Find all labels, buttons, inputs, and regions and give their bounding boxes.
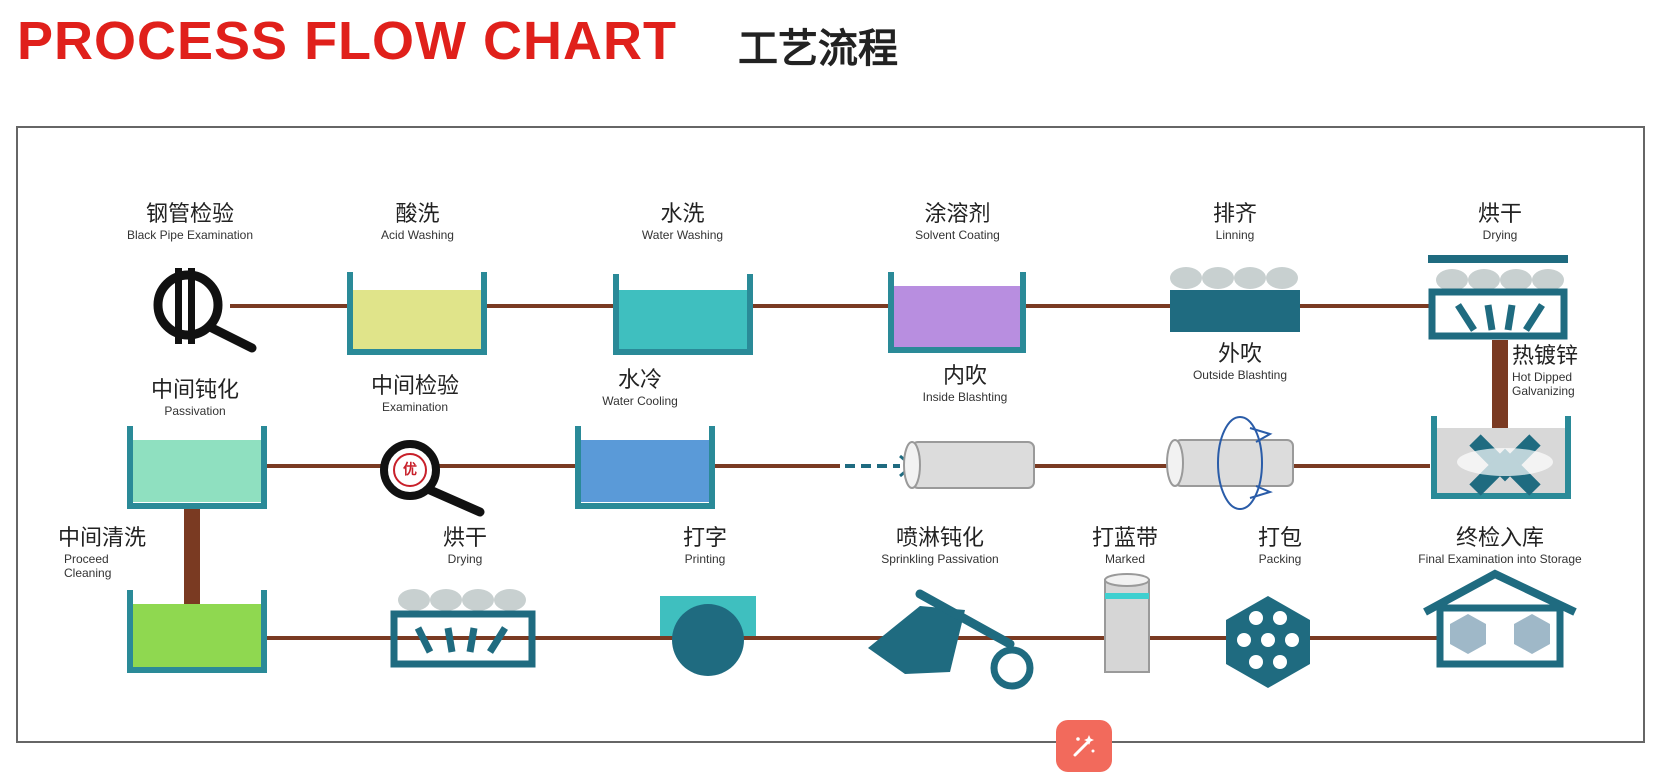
step-label-cn: 烘干 — [442, 526, 487, 551]
printing-roller-icon — [660, 596, 756, 676]
page-title: PROCESS FLOW CHART — [17, 11, 677, 71]
step-label-en: Final Examination into Storage — [1418, 552, 1582, 566]
step-label-en: Solvent Coating — [915, 228, 1000, 242]
sprinkling-nozzle-icon — [868, 589, 1034, 690]
step-label-en: Examination — [381, 400, 449, 414]
step-drying-top: 烘干 Drying — [1440, 202, 1560, 242]
step-label-en: Packing — [1258, 552, 1302, 566]
magic-wand-button[interactable] — [1056, 720, 1112, 772]
magic-wand-icon — [1073, 735, 1095, 757]
step-label-cn: 水冷 — [617, 368, 662, 393]
water-washing-tank-icon — [613, 274, 753, 355]
step-label-en: Drying — [1482, 228, 1518, 242]
step-proceed-cleaning: 中间清洗 Proceed Cleaning — [58, 526, 146, 580]
step-label-cn: 钢管检验 — [145, 202, 234, 227]
outside-blasting-pipe-icon — [1166, 416, 1294, 510]
step-label-cn: 水洗 — [660, 202, 705, 227]
step-label-en: Acid Washing — [381, 228, 454, 242]
step-water-washing: 水洗 Water Washing — [610, 202, 755, 242]
step-label-en: Marked — [1104, 552, 1145, 566]
step-label-cn: 内吹 — [942, 364, 987, 389]
step-label-en: Linning — [1215, 228, 1255, 242]
step-label-en-line1: Proceed — [64, 552, 109, 566]
step-label-cn: 终检入库 — [1455, 526, 1544, 551]
step-passivation: 中间钝化 Passivation — [140, 378, 250, 418]
step-label-cn: 涂溶剂 — [924, 202, 991, 227]
inside-blasting-pipe-icon — [845, 441, 1035, 489]
step-label-en: Passivation — [164, 404, 226, 418]
step-sprinkling: 喷淋钝化 Sprinkling Passivation — [855, 526, 1025, 566]
step-label-cn: 打字 — [682, 526, 727, 551]
step-label-en-line2: Galvanizing — [1512, 384, 1575, 398]
acid-washing-tank-icon — [347, 272, 487, 355]
step-label-cn: 喷淋钝化 — [895, 526, 984, 551]
step-water-cooling: 水冷 Water Cooling — [585, 368, 695, 408]
step-solvent-coating: 涂溶剂 Solvent Coating — [880, 202, 1035, 242]
step-label-en: Water Washing — [641, 228, 724, 242]
lining-pipes-icon — [1170, 267, 1300, 332]
step-label-en: Drying — [447, 552, 483, 566]
step-packing: 打包 Packing — [1230, 526, 1330, 566]
step-label-cn: 酸洗 — [395, 202, 440, 227]
step-label-en-line1: Hot Dipped — [1512, 370, 1573, 384]
step-label-en: Printing — [684, 552, 726, 566]
hot-dip-galvanizing-tank-icon — [1431, 416, 1571, 499]
step-final-exam: 终检入库 Final Examination into Storage — [1385, 526, 1615, 566]
marked-pipe-icon — [1104, 573, 1150, 673]
step-label-cn: 中间钝化 — [150, 378, 239, 403]
final-storage-warehouse-icon — [1423, 569, 1577, 668]
step-label-en-line2: Cleaning — [64, 566, 112, 580]
step-label-cn: 打蓝带 — [1091, 526, 1158, 551]
step-label-en: Water Cooling — [602, 394, 678, 408]
step-label-cn: 外吹 — [1217, 342, 1262, 367]
step-drying-bottom: 烘干 Drying — [405, 526, 525, 566]
water-cooling-tank-icon — [575, 426, 715, 509]
step-label-cn: 烘干 — [1477, 202, 1522, 227]
step-label-cn: 中间检验 — [370, 374, 459, 399]
black-pipe-magnifier-icon — [153, 268, 257, 353]
step-label-cn: 中间清洗 — [58, 526, 147, 551]
step-mid-exam: 中间检验 Examination — [360, 374, 470, 414]
step-printing: 打字 Printing — [650, 526, 760, 566]
step-label-cn: 排齐 — [1212, 202, 1257, 227]
proceed-cleaning-tank-icon — [127, 590, 267, 673]
diagram-frame — [16, 126, 1645, 743]
mid-examination-magnifier-icon — [380, 440, 485, 517]
step-black-pipe-exam: 钢管检验 Black Pipe Examination — [105, 202, 275, 242]
step-label-en: Outside Blashting — [1192, 368, 1288, 382]
step-label-en: Inside Blashting — [922, 390, 1008, 404]
step-inside-blasting: 内吹 Inside Blashting — [895, 364, 1035, 404]
step-marked: 打蓝带 Marked — [1070, 526, 1180, 566]
step-outside-blasting: 外吹 Outside Blashting — [1170, 342, 1310, 382]
step-lining: 排齐 Linning — [1175, 202, 1295, 242]
step-label-en: Sprinkling Passivation — [881, 552, 999, 566]
step-acid-washing: 酸洗 Acid Washing — [350, 202, 485, 242]
passivation-tank-icon — [127, 426, 267, 509]
drying-oven-bottom-icon — [390, 589, 536, 668]
drying-oven-top-icon — [1428, 255, 1568, 340]
mid-exam-badge: 优 — [403, 462, 417, 478]
solvent-coating-tank-icon — [888, 272, 1026, 353]
step-label-cn: 热镀锌 — [1512, 344, 1579, 369]
packing-bundle-icon — [1226, 596, 1310, 688]
page-title-chinese: 工艺流程 — [738, 26, 898, 72]
step-hot-dipped: 热镀锌 Hot Dipped Galvanizing — [1512, 344, 1578, 398]
step-label-en: Black Pipe Examination — [126, 228, 254, 242]
step-label-cn: 打包 — [1257, 526, 1302, 551]
